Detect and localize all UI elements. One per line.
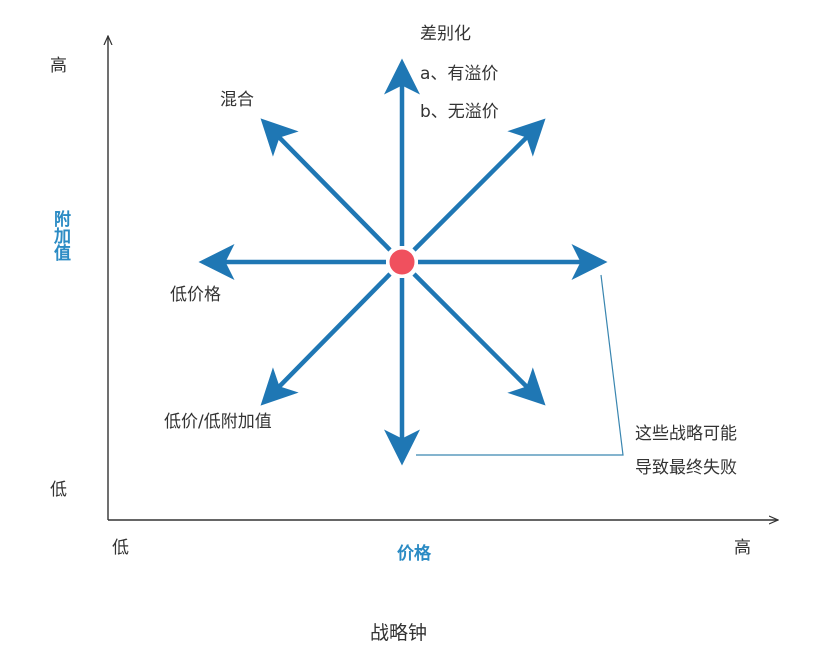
y-axis-title: 附加值: [50, 210, 70, 261]
center-dot: [386, 246, 418, 278]
diagram-caption: 战略钟: [370, 622, 428, 644]
low-price-label: 低价格: [170, 285, 221, 305]
failure-note-line1: 这些战略可能: [635, 424, 737, 444]
differentiation-premium: a、有溢价: [420, 64, 499, 84]
y-axis-low-label: 低: [50, 480, 67, 500]
failure-note-line2: 导致最终失败: [635, 458, 737, 478]
failure-bracket-line: [416, 274, 624, 456]
differentiation-no-premium: b、无溢价: [420, 102, 499, 122]
low-price-low-value-label: 低价/低附加值: [164, 412, 272, 432]
x-axis-title: 价格: [397, 544, 431, 564]
differentiation-title: 差别化: [420, 24, 471, 44]
y-axis-high-label: 高: [50, 56, 67, 76]
axes: [108, 36, 778, 520]
arrow-up-left-hybrid: [260, 118, 392, 252]
strategy-arrows: [198, 58, 608, 466]
arrow-down-left-low-value: [260, 272, 392, 406]
arrow-up-right-no-premium: [412, 118, 546, 252]
hybrid-label: 混合: [220, 90, 254, 110]
x-axis-high-label: 高: [734, 538, 751, 558]
x-axis-low-label: 低: [112, 538, 129, 558]
arrow-down-right: [412, 272, 546, 406]
